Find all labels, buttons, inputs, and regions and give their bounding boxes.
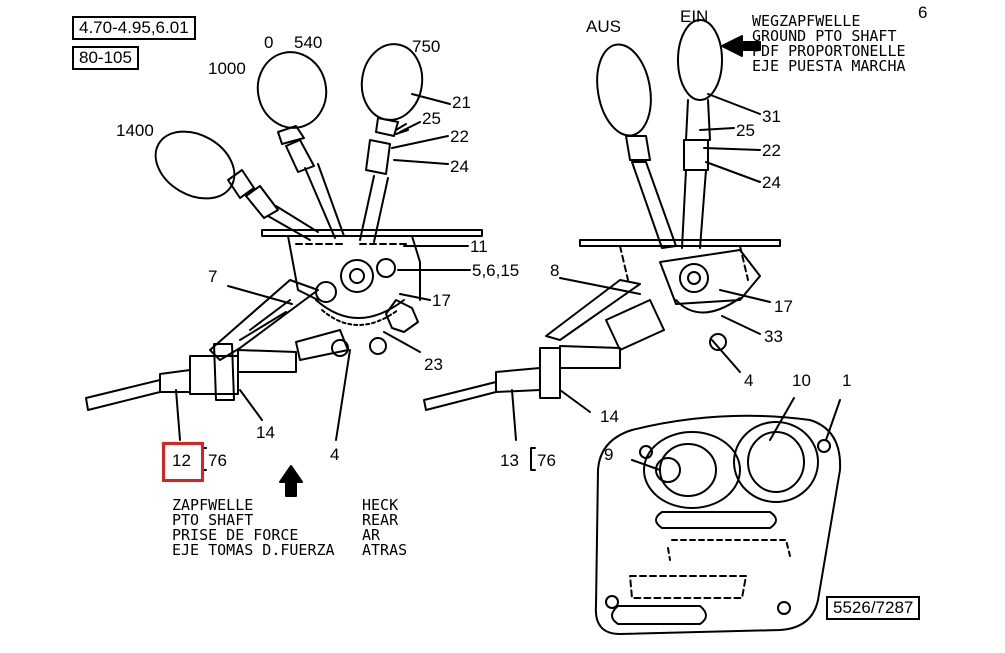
model-range-box: 4.70-4.95,6.01 [72,16,196,40]
left-lever-assembly [85,43,483,441]
legend-line: ZAPFWELLE [172,496,254,514]
shaft-part-left: 12 [172,451,191,470]
callout: 8 [550,261,560,280]
callout: 14 [256,423,275,442]
legend-right: HECK REAR AR ATRAS [362,498,407,558]
callout: 23 [424,355,443,374]
speed-label: 750 [412,37,441,56]
knob-ein [677,19,723,101]
speed-label: 0 [264,33,274,52]
callout: 5,6,15 [472,261,520,280]
floor-plate [261,229,483,237]
legend-line: PTO SHAFT [172,511,254,529]
pivot-main [340,259,374,293]
floor-plate-right [579,239,781,247]
right-lever-assembly [423,19,781,441]
speed-label: 1000 [208,59,246,78]
callout: 11 [470,237,488,256]
legend-line: HECK [362,496,399,514]
linkage-arm-right [545,279,641,341]
direction-arrow-icon [279,465,303,497]
callout: 21 [452,93,471,112]
shaft-ref-left: 76 [208,451,227,470]
callout: 22 [762,141,781,160]
pointer-arrow-icon [721,35,761,57]
ref-bracket-right [530,447,536,471]
knob-1400 [154,130,236,200]
knob-1000 [256,51,328,129]
callout: 9 [604,445,614,464]
legend-line: AR [362,526,381,544]
title-line: EJE PUESTA MARCHA [752,57,906,75]
callout: 31 [762,107,781,126]
callout: 4 [330,445,340,464]
speed-label: 1400 [116,121,154,140]
actuator-body [237,349,297,373]
detent-bracket [385,299,419,333]
shaft-ref-right: 76 [537,451,556,470]
shaft-left [85,379,161,411]
drawing-number-box: 5526/7287 [826,596,921,620]
callout: 22 [450,127,469,146]
callout: 7 [208,267,218,286]
callout: 1 [842,371,852,390]
pivot-right [679,263,709,293]
shaft-right [423,381,497,411]
serial-range-box: 80-105 [72,46,139,70]
title-line: GROUND PTO SHAFT [752,27,897,45]
position-label: AUS [586,17,621,36]
callout: 24 [762,173,781,192]
control-panel [594,397,842,635]
title-block: WEGZAPFWELLE GROUND PTO SHAFT PDF PROPOR… [752,14,906,74]
callout: 25 [736,121,755,140]
callout: 4 [744,371,754,390]
callout: 10 [792,371,811,390]
lever-stem-1000 [277,125,315,173]
legend-line: EJE TOMAS D.FUERZA [172,541,335,559]
callout: 24 [450,157,469,176]
highlight-box [162,442,204,482]
page-number: 6 [918,3,928,22]
knob-aus [596,43,652,137]
callout: 25 [422,109,441,128]
shaft-part-right: 13 [500,451,519,470]
panel-socket-left [643,431,741,509]
legend-line: PRISE DE FORCE [172,526,299,544]
legend-line: ATRAS [362,541,408,559]
lever-stem-750 [375,117,399,137]
legend-left: ZAPFWELLE PTO SHAFT PRISE DE FORCE EJE T… [172,498,335,558]
panel-socket-right [733,421,819,503]
callout: 14 [600,407,619,426]
legend-line: REAR [362,511,399,529]
position-label: EIN [680,7,709,26]
lever-stem-1400 [227,169,279,219]
callout: 17 [432,291,451,310]
speed-label: 540 [294,33,323,52]
title-line: PDF PROPORTONELLE [752,42,906,60]
callout: 33 [764,327,783,346]
title-line: WEGZAPFWELLE [752,12,861,30]
panel-outline [594,414,842,635]
callout: 17 [774,297,793,316]
